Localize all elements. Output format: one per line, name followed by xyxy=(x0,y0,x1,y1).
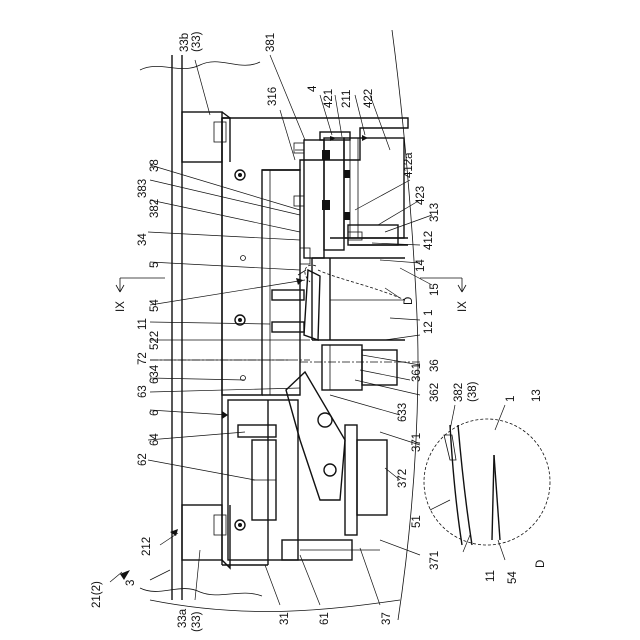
label-13: 13 xyxy=(531,389,543,402)
label-51: 51 xyxy=(411,515,423,528)
lever-assembly-6 xyxy=(228,372,387,560)
label-412: 412 xyxy=(423,231,435,250)
main-plate-31 xyxy=(222,118,408,565)
label-361: 361 xyxy=(411,363,423,382)
label-12: 12 xyxy=(423,321,435,334)
label-522: 522 xyxy=(149,331,161,350)
label-316: 316 xyxy=(267,87,279,106)
assembly-4 xyxy=(294,132,408,258)
label-62: 62 xyxy=(137,453,149,466)
label-37: 37 xyxy=(381,612,393,625)
label-14: 14 xyxy=(415,259,427,272)
label-382-detail: 382 xyxy=(453,383,465,402)
label-63: 63 xyxy=(137,385,149,398)
label-1-main: 1 xyxy=(423,310,435,316)
label-72: 72 xyxy=(137,352,149,365)
label-D-detail: D xyxy=(535,560,547,568)
bracket-33a xyxy=(182,505,230,568)
label-421: 421 xyxy=(323,89,335,108)
label-422: 422 xyxy=(363,89,375,108)
label-D-main: D xyxy=(403,297,415,305)
label-IX-left: IX xyxy=(115,301,127,312)
label-38-detail: (38) xyxy=(467,381,479,402)
label-54-detail: 54 xyxy=(507,571,519,584)
label-54-main: 54 xyxy=(149,299,161,312)
label-38: 38 xyxy=(149,159,161,172)
label-4: 4 xyxy=(307,85,319,92)
label-15: 15 xyxy=(429,283,441,296)
label-381: 381 xyxy=(265,33,277,52)
label-371-top: 371 xyxy=(411,433,423,452)
label-34: 34 xyxy=(137,233,149,246)
label-11-detail: 11 xyxy=(485,570,497,582)
leader-lines xyxy=(110,55,505,605)
blade-assembly xyxy=(272,248,405,340)
label-IX-right: IX xyxy=(457,301,469,312)
label-3: 3 xyxy=(125,580,137,586)
label-64: 64 xyxy=(149,433,161,446)
label-6: 6 xyxy=(149,410,161,416)
label-33a-ref: (33) xyxy=(191,611,203,632)
label-36: 36 xyxy=(429,359,441,372)
label-33b-ref: (33) xyxy=(191,31,203,52)
label-31: 31 xyxy=(279,612,291,625)
label-371-bottom: 371 xyxy=(429,551,441,570)
label-382-main: 382 xyxy=(149,199,161,218)
label-11-main: 11 xyxy=(137,318,149,330)
bracket-33b xyxy=(182,112,230,162)
label-633: 633 xyxy=(397,403,409,422)
label-412a: 412a xyxy=(403,152,415,178)
label-5: 5 xyxy=(149,262,161,268)
label-423: 423 xyxy=(415,186,427,205)
label-33b: 33b xyxy=(179,33,191,52)
label-634: 634 xyxy=(149,364,161,384)
label-211: 211 xyxy=(341,90,353,108)
label-313: 313 xyxy=(429,203,441,222)
label-1-detail: 1 xyxy=(505,396,517,402)
label-212: 212 xyxy=(141,537,153,556)
label-33a: 33a xyxy=(177,608,189,628)
label-362: 362 xyxy=(429,383,441,402)
label-61: 61 xyxy=(319,612,331,625)
label-21: 21(2) xyxy=(91,581,103,608)
labels: 33b (33) 381 316 4 421 211 422 412a 423 … xyxy=(91,31,547,632)
label-372: 372 xyxy=(397,469,409,488)
block-36 xyxy=(300,345,420,390)
detail-circle-d xyxy=(424,419,550,545)
label-383: 383 xyxy=(137,179,149,198)
